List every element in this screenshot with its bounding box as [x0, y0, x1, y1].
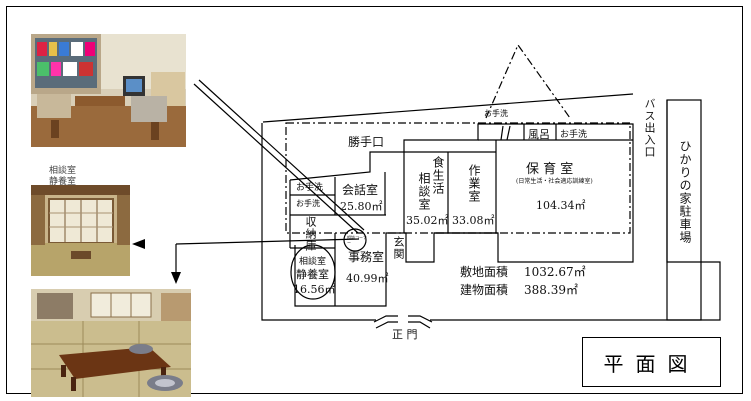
site-area-value: 1032.67㎡ [524, 265, 586, 279]
bus-entrance-label: バス出入口 [643, 98, 656, 158]
label-soudan-seiyou-1: 相談室 [299, 257, 327, 267]
site-area-label: 敷地面積 [460, 265, 509, 279]
label-shuunouko: 収納庫 [304, 216, 317, 252]
label-otearai-left-bottom: お手洗 [296, 199, 320, 208]
tatami-room-photo [31, 185, 130, 276]
plan-title: 平面図 [582, 337, 721, 387]
label-hoikushitsu: 保 育 室 [526, 162, 574, 177]
building-area-label: 建物面積 [460, 283, 509, 297]
label-katteguchi: 勝手口 [348, 135, 385, 149]
label-jimushitsu: 事務室 [348, 250, 385, 264]
label-soudan-seiyou-2: 静養室 [296, 268, 329, 281]
photo-label-bottom: 静養室 [49, 177, 77, 187]
living-room-photo [31, 34, 186, 147]
photo-label-top: 相談室 [49, 166, 77, 176]
label-shoku-area: 35.02㎡ [406, 214, 449, 227]
page-frame [6, 6, 743, 394]
label-otearai-right: お手洗 [560, 130, 588, 140]
label-hoiku-area: 104.34㎡ [536, 199, 586, 212]
label-jimu-area: 40.99㎡ [346, 272, 389, 285]
label-sagyoushitsu: 作業室 [467, 164, 481, 203]
label-hoiku-sub: (日常生活・社会適応訓練室) [516, 178, 593, 185]
label-genkan: 玄関 [392, 236, 405, 260]
label-kaiwa-area: 25.80㎡ [340, 200, 383, 213]
label-seimon: 正 門 [392, 328, 418, 341]
tatami-table-photo [31, 289, 191, 397]
building-area-value: 388.39㎡ [524, 283, 578, 297]
label-sagyou-area: 33.08㎡ [452, 214, 495, 227]
label-otearai-top-right: お手洗 [484, 109, 508, 118]
label-soudanshitsu-vertical: 相談室 [417, 172, 431, 211]
parking-label: ひかりの家駐車場 [678, 140, 692, 244]
label-seiyou-area: 16.56㎡ [293, 283, 336, 296]
label-soudan-corner: 相談コーナー [347, 235, 367, 245]
label-kaiwashitsu: 会話室 [342, 183, 379, 197]
label-otearai-left-top: お手洗 [296, 183, 324, 193]
label-furo: 風呂 [528, 128, 550, 141]
label-shokuseikatsu: 食生活 [431, 156, 445, 195]
